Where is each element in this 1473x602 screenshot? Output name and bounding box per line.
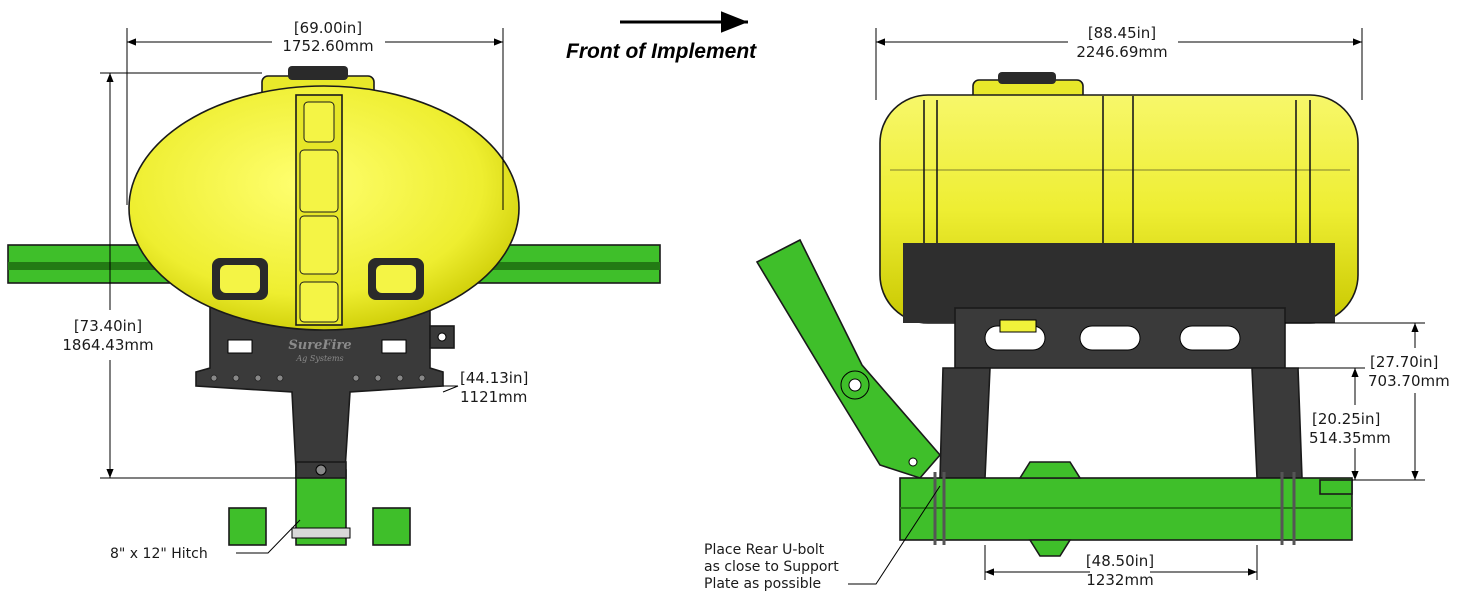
folding-arm: [755, 238, 942, 479]
hitch-block-right: [372, 507, 411, 546]
leg-right: [1251, 367, 1303, 479]
side-length-mm: 2246.69mm: [1076, 43, 1167, 61]
rear-height-in: [73.40in]: [74, 317, 142, 335]
side-base-mm: 1232mm: [1086, 571, 1153, 589]
side-length-in: [88.45in]: [1088, 24, 1156, 42]
side-base-in: [48.50in]: [1086, 552, 1154, 570]
bracket-slot-left: [227, 339, 253, 354]
rear-width-mm: 1752.60mm: [282, 37, 373, 55]
rear-height-mm: 1864.43mm: [62, 336, 153, 354]
rear-bracket-in: [44.13in]: [460, 369, 528, 387]
leg-left: [939, 367, 991, 479]
ubolt-note-line3: Plate as possible: [704, 576, 821, 592]
side-total-height-in: [27.70in]: [1370, 353, 1438, 371]
u-bolts: [933, 472, 1296, 545]
ubolt-note-line1: Place Rear U-bolt: [704, 542, 825, 558]
bracket-slot-right: [381, 339, 407, 354]
brand-logo-sub: Ag Systems: [295, 354, 343, 363]
ubolt-note-line2: as close to Support: [704, 559, 839, 575]
rear-view: SureFire Ag Systems [69.00in] 1752.: [7, 19, 661, 562]
hitch-block-left: [228, 507, 267, 546]
rear-width-in: [69.00in]: [294, 19, 362, 37]
front-indicator: Front of Implement: [566, 11, 757, 63]
side-view: [88.45in] 2246.69mm [27.70in] 703.70mm […: [704, 24, 1450, 592]
brand-logo: SureFire: [288, 338, 351, 353]
tank-ribs: [890, 96, 1350, 243]
bracket-bolts: [210, 374, 426, 382]
front-label: Front of Implement: [566, 40, 757, 63]
side-leg-height-mm: 514.35mm: [1309, 429, 1391, 447]
side-total-height-mm: 703.70mm: [1368, 372, 1450, 390]
hitch-label: 8" x 12" Hitch: [110, 546, 208, 562]
rear-bracket-mm: 1121mm: [460, 388, 527, 406]
side-leg-height-in: [20.25in]: [1312, 410, 1380, 428]
